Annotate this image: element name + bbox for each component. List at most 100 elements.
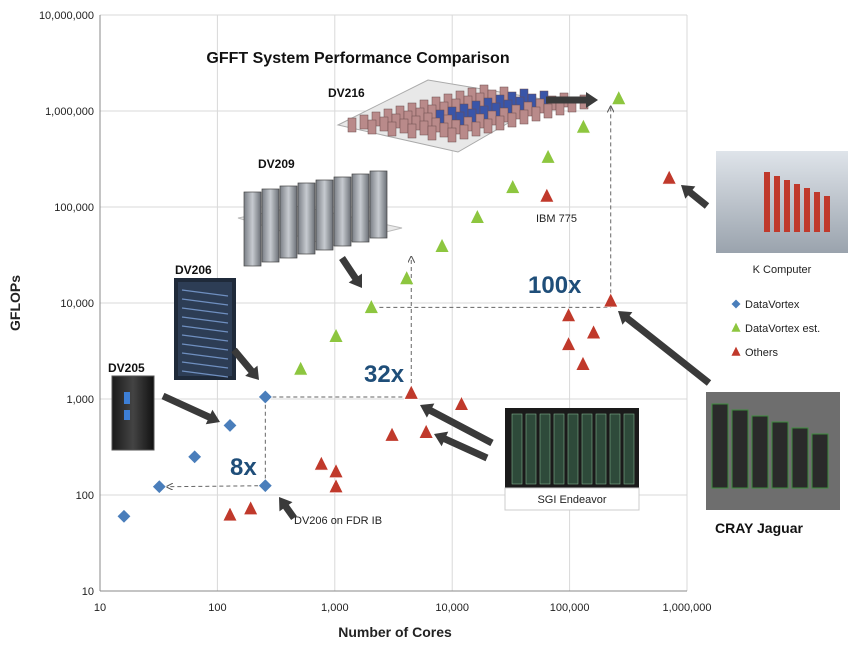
legend-others-marker	[730, 345, 742, 357]
k-rack	[784, 180, 790, 232]
dv206-cable	[181, 298, 229, 306]
y-tick-label: 100,000	[54, 202, 94, 214]
k-rack	[814, 192, 820, 232]
arrow-dv205-shape	[161, 392, 221, 425]
cray-rack	[731, 409, 749, 489]
legend-datavortex-marker	[730, 298, 742, 310]
dashed-callouts	[167, 107, 610, 487]
dv206-cable	[181, 325, 229, 333]
cray-rack	[791, 427, 809, 489]
k-rack	[804, 188, 810, 232]
fdr-label: DV206 on FDR IB	[294, 515, 382, 527]
k-rack	[774, 176, 780, 232]
others-point	[222, 506, 238, 522]
dv216-rack	[531, 106, 541, 122]
cray-rack	[751, 415, 769, 489]
chart-title: GFFT System Performance Comparison	[206, 50, 509, 67]
dv206-cable	[181, 316, 229, 324]
cray-rack	[811, 433, 829, 489]
dv216-rack	[387, 121, 397, 137]
datavortex-point	[151, 479, 167, 495]
sgi-label-box	[504, 487, 640, 511]
datavortex-est-point	[469, 208, 485, 224]
dv206-cable	[181, 307, 229, 315]
dv209-rack	[261, 188, 280, 263]
dv209-rack	[243, 191, 262, 267]
arrow-dv206-shape	[231, 347, 259, 380]
grid-lines	[99, 14, 688, 592]
y-tick-label: 100	[76, 490, 94, 502]
datavortex-est-point	[575, 118, 591, 134]
k-rack	[794, 184, 800, 232]
y-tick-label: 1,000	[66, 394, 94, 406]
dv216-rack	[495, 115, 505, 131]
x-tick-label: 100,000	[550, 602, 590, 614]
others-point	[384, 426, 400, 442]
others-point	[328, 478, 344, 494]
others-point	[454, 395, 469, 411]
x-tick-label: 10,000	[435, 602, 469, 614]
arrow-dv209-shape	[339, 256, 363, 288]
axes	[99, 15, 687, 592]
others-point	[603, 292, 619, 308]
datavortex-est-point	[434, 237, 450, 253]
datavortex-point	[116, 508, 132, 524]
dv209-rack	[297, 182, 316, 255]
dv206-cable	[181, 289, 229, 297]
others-point	[661, 169, 677, 185]
sgi-rack	[567, 413, 579, 485]
datavortex-est-point	[540, 148, 556, 164]
arrow-sgi-1	[420, 403, 494, 447]
ibm-label: IBM 775	[536, 213, 577, 225]
datavortex-point	[222, 417, 238, 434]
arrow-sgi-2	[434, 431, 489, 462]
dv216-rack	[367, 119, 377, 135]
dv216-rack	[459, 124, 469, 140]
datavortex-est-point	[328, 327, 344, 343]
sgi-rack	[539, 413, 551, 485]
others-point	[561, 306, 577, 322]
dv216-rack	[419, 120, 429, 136]
cray-image	[706, 392, 840, 510]
datavortex-point	[257, 478, 273, 494]
legend-datavortex-label: DataVortex	[745, 299, 800, 311]
arrow-fdr	[279, 496, 297, 521]
dv206-cable	[181, 370, 229, 378]
multiplier-32x: 32x	[364, 361, 405, 388]
x-tick-label: 10	[94, 602, 106, 614]
datavortex-est-point	[399, 269, 415, 285]
datavortex-est-point	[505, 178, 521, 194]
callout-8x-horizontal	[167, 486, 266, 487]
dv216-rack	[447, 127, 457, 143]
dv216-rack	[427, 125, 437, 141]
dv216-rack	[359, 114, 369, 130]
dv206-cable	[181, 361, 229, 369]
legend-datavortex-est-marker	[730, 321, 742, 333]
arrow-dv209	[339, 256, 363, 288]
legend-others-label: Others	[745, 347, 779, 359]
sgi-label: SGI Endeavor	[537, 494, 606, 506]
y-tick-label: 1,000,000	[45, 106, 94, 118]
x-tick-label: 100	[208, 602, 226, 614]
k-rack	[824, 196, 830, 232]
x-tick-label: 1,000,000	[663, 602, 712, 614]
dv216-rack	[483, 118, 493, 134]
dv216-label: DV216	[328, 86, 365, 100]
dv209-rack	[315, 179, 334, 251]
dv209-rack	[351, 173, 370, 243]
arrow-fdr-shape	[279, 496, 297, 521]
sgi-rack	[525, 413, 537, 485]
cray-rack	[771, 421, 789, 489]
dv209-rack	[369, 170, 388, 239]
dv206-cable	[181, 352, 229, 360]
others-point	[561, 335, 577, 351]
sgi-rack	[581, 413, 593, 485]
datavortex-point	[257, 389, 273, 405]
dv216-rack	[347, 117, 357, 133]
arrow-dv206	[231, 347, 259, 380]
dv216-rack	[407, 123, 417, 139]
y-tick-label: 10	[82, 586, 94, 598]
k-computer-label: K Computer	[753, 264, 812, 276]
datavortex-point	[187, 449, 203, 465]
